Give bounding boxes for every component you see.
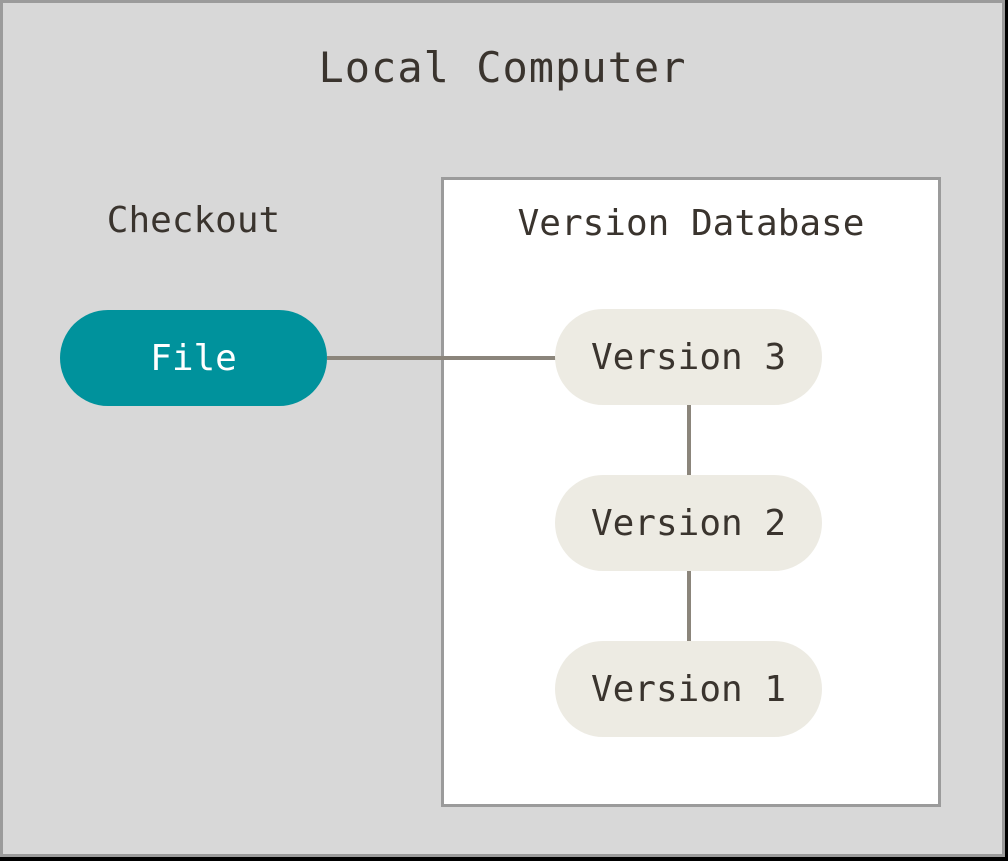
diagram-title: Local Computer [318, 43, 687, 92]
version-1-node: Version 1 [555, 641, 822, 737]
checkout-label: Checkout [106, 200, 281, 241]
file-node: File [60, 310, 327, 406]
connector-file-to-version3 [327, 356, 558, 360]
connector-version3-to-version2 [687, 405, 691, 475]
version-2-node: Version 2 [555, 475, 822, 571]
version-3-node: Version 3 [555, 309, 822, 405]
connector-version2-to-version1 [687, 571, 691, 641]
version-database-title: Version Database [517, 203, 865, 244]
